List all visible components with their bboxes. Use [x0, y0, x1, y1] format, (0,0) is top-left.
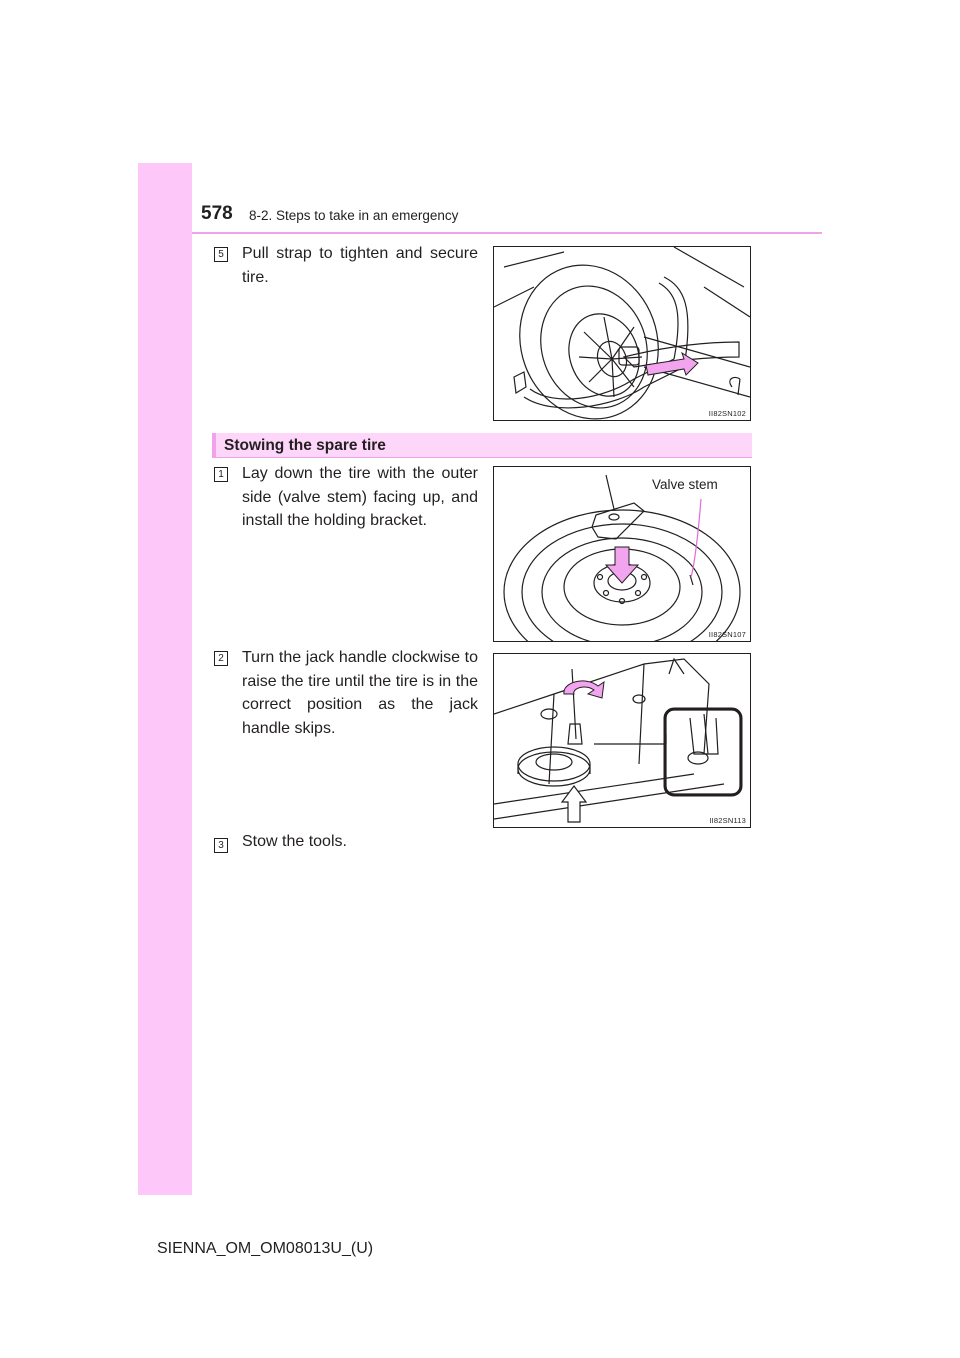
- section-title: 8-2. Steps to take in an emergency: [249, 208, 459, 223]
- figure-holding-bracket: II82SN107: [493, 466, 751, 642]
- spare-tire-bracket-illustration: [503, 474, 741, 641]
- figure-jack-handle: II82SN113: [493, 653, 751, 828]
- step-3-text: Stow the tools.: [242, 833, 347, 850]
- step-2-text: Turn the jack handle clockwise to raise …: [242, 649, 478, 737]
- step-5-text: Pull strap to tighten and secure tire.: [242, 245, 478, 286]
- header-divider: [192, 232, 822, 234]
- step-number-1: 1: [214, 467, 228, 482]
- figure-code: II82SN113: [709, 816, 746, 825]
- page-number: 578: [201, 203, 233, 224]
- figure-code: II82SN102: [708, 409, 746, 418]
- tire-strap-illustration: [494, 247, 750, 420]
- figure-strap-tighten: II82SN102: [493, 246, 751, 421]
- jack-handle-illustration: [494, 657, 743, 823]
- step-number-5: 5: [214, 247, 228, 262]
- chapter-sidebar: [138, 163, 192, 1195]
- figure-code: II82SN107: [708, 630, 746, 639]
- subsection-title: Stowing the spare tire: [224, 437, 386, 454]
- callout-valve-stem: Valve stem: [652, 477, 718, 492]
- step-1-text: Lay down the tire with the outer side (v…: [242, 465, 478, 529]
- subsection-heading-band: [212, 433, 752, 457]
- step-number-2: 2: [214, 651, 228, 666]
- step-number-3: 3: [214, 838, 228, 853]
- subsection-heading-underline: [212, 457, 752, 458]
- document-id-footer: SIENNA_OM_OM08013U_(U): [157, 1240, 374, 1257]
